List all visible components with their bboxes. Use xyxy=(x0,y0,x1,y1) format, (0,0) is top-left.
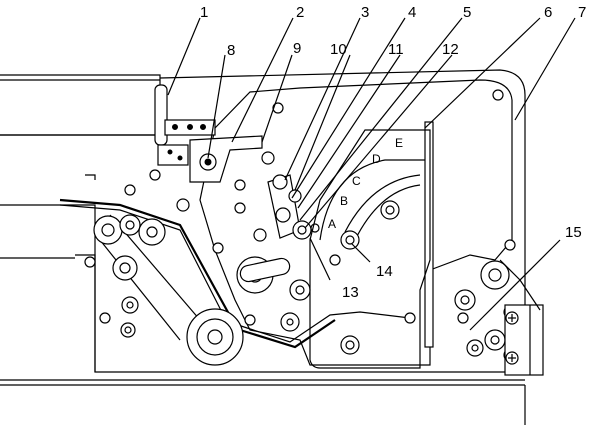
hand-lever xyxy=(154,84,216,166)
link-assembly xyxy=(239,174,312,283)
callout-8: 8 xyxy=(227,42,235,59)
callout-3: 3 xyxy=(361,4,369,21)
callout-4: 4 xyxy=(408,4,416,21)
leader-lines xyxy=(167,17,576,331)
zone-letter-d: D xyxy=(372,152,381,166)
callout-13: 13 xyxy=(342,284,359,301)
right-bracket xyxy=(499,259,544,376)
zone-letter-c: C xyxy=(352,174,361,188)
callout-7: 7 xyxy=(578,4,586,21)
curved-guide xyxy=(319,159,425,250)
callout-5: 5 xyxy=(463,4,471,21)
callout-15: 15 xyxy=(565,224,582,241)
zone-letter-b: B xyxy=(340,194,348,208)
callout-1: 1 xyxy=(200,4,208,21)
zone-letter-e: E xyxy=(395,136,403,150)
callout-11: 11 xyxy=(388,41,404,58)
callout-12: 12 xyxy=(442,41,459,58)
zone-letter-a: A xyxy=(328,217,336,231)
callout-2: 2 xyxy=(296,4,304,21)
vertical-plate xyxy=(309,121,434,369)
callout-labels: 1 2 3 4 5 6 7 8 9 10 11 12 13 14 15 xyxy=(200,4,586,301)
callout-14: 14 xyxy=(376,263,393,280)
main-frame xyxy=(0,69,526,425)
zone-letters: A B C D E xyxy=(328,136,403,231)
callout-6: 6 xyxy=(544,4,552,21)
callout-10: 10 xyxy=(330,41,347,58)
top-bracket xyxy=(189,135,263,183)
callout-9: 9 xyxy=(293,40,301,57)
